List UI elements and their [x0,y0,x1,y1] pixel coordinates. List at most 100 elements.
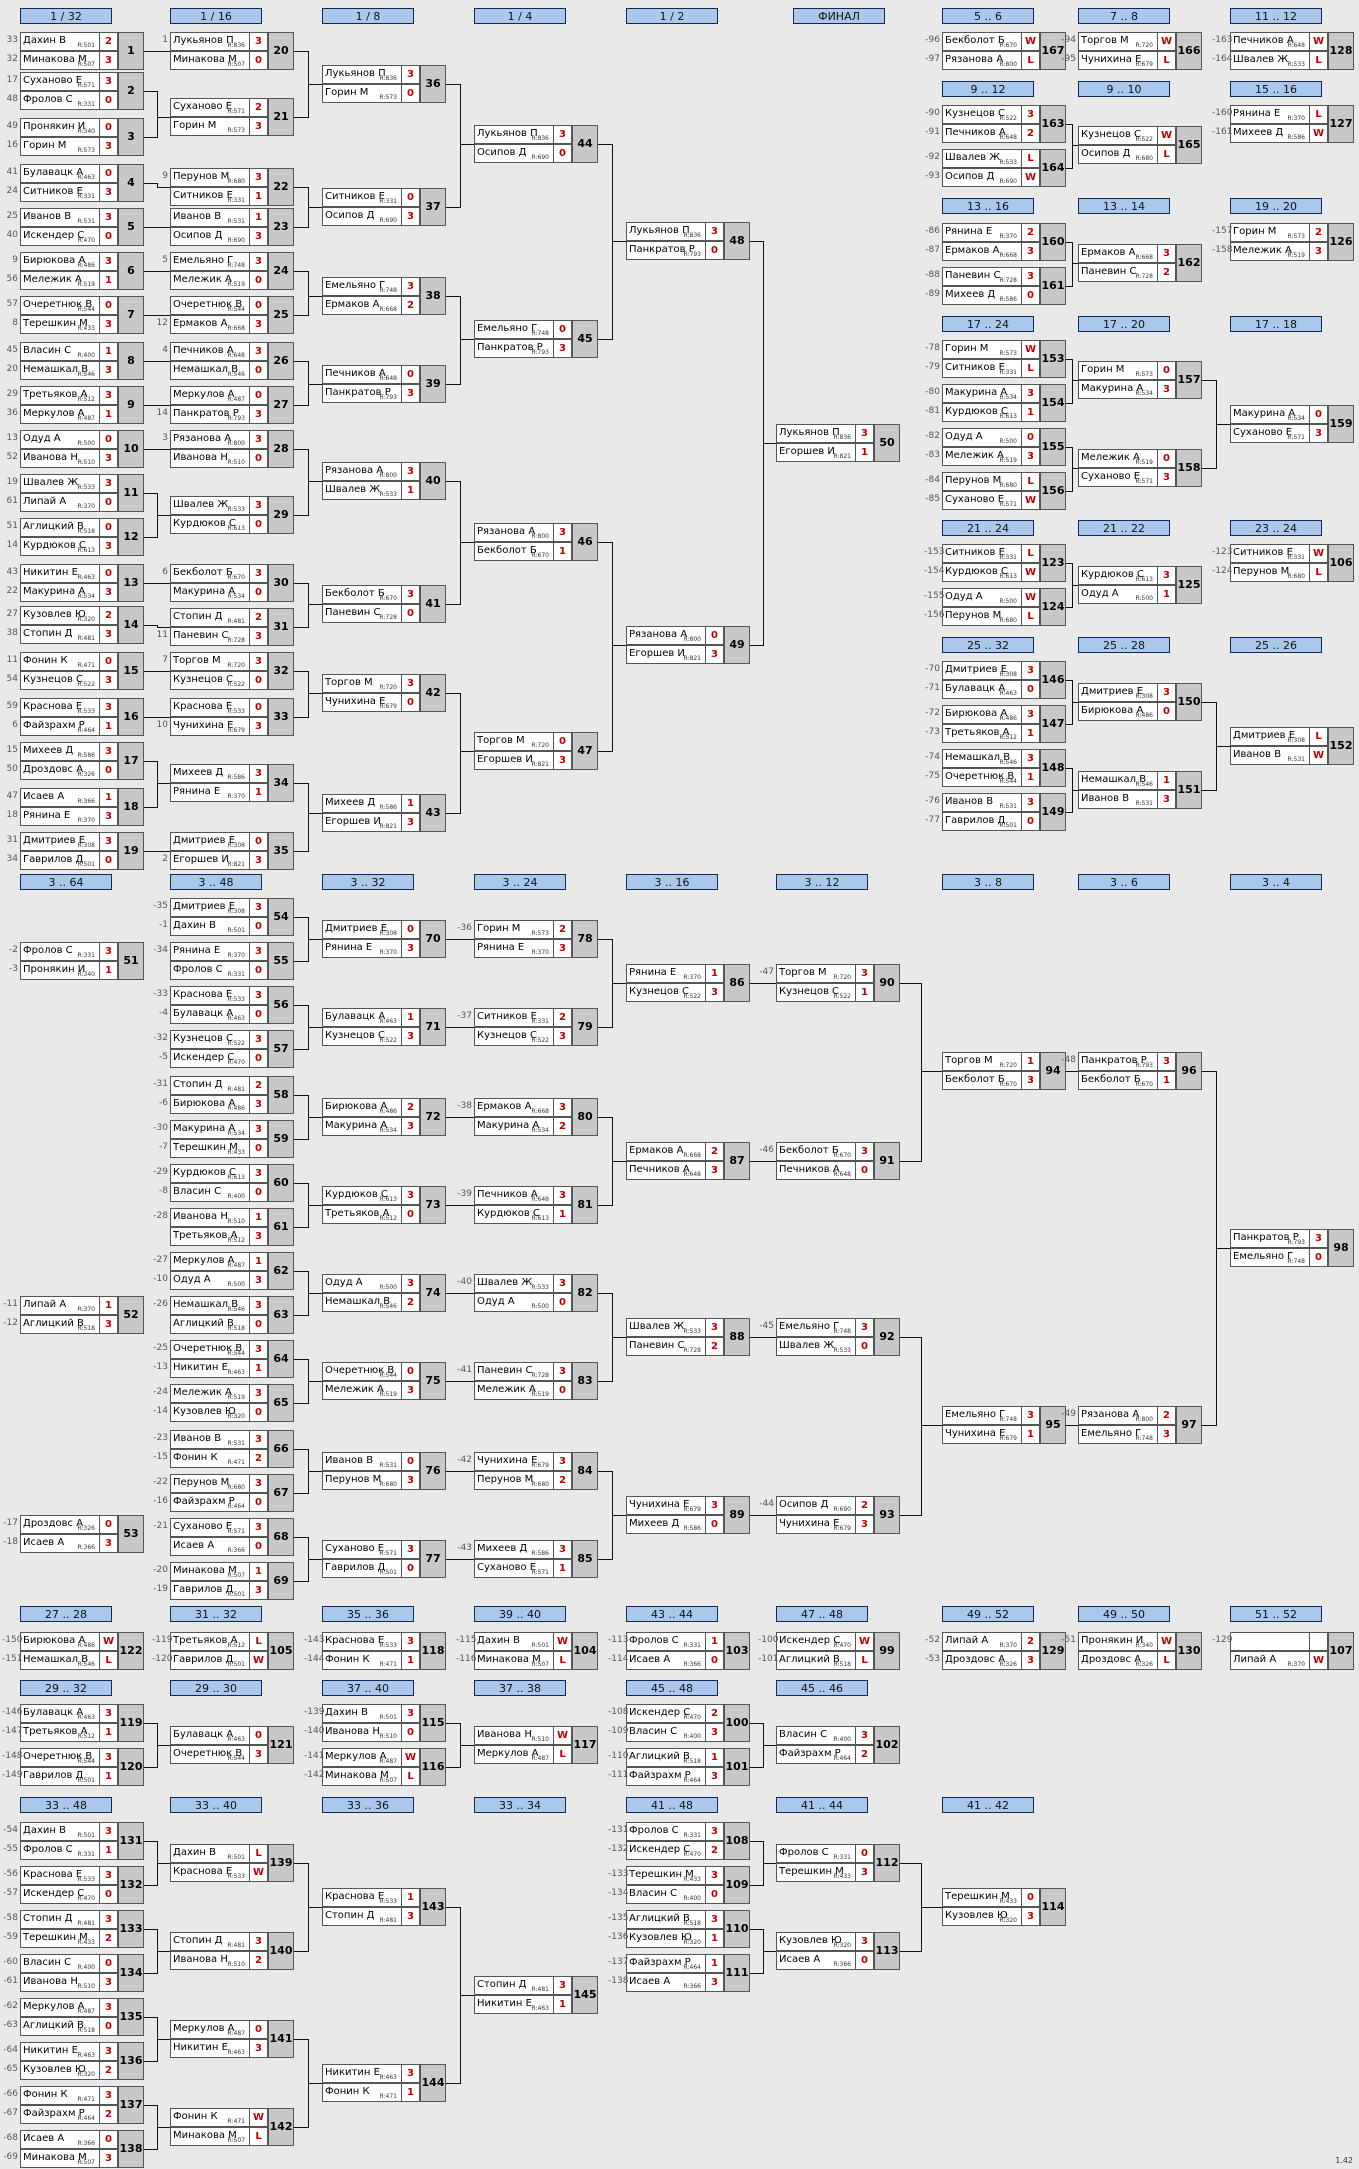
player-name: Лукьянов П [173,35,234,46]
match-number: 90 [874,964,900,1002]
round-header: 3 .. 12 [776,874,868,890]
player-score: 1 [1157,772,1175,789]
match-number: 110 [724,1910,750,1948]
player-score: 3 [249,852,267,869]
player-name: Панкратов Р [325,387,391,398]
player-name: Дмитриев Е [23,835,86,846]
player-rating: R:648 [379,375,397,382]
connector-line [460,939,474,940]
player-score: L [1021,545,1039,562]
player-name: Мележик А [477,1384,536,1395]
connector-line [750,1841,763,1842]
source-ref: -32 [153,1033,168,1043]
player-name: Курдюков С [23,540,86,551]
player-score: 3 [705,1823,723,1840]
player-score: 0 [249,450,267,467]
connector-line [1216,1248,1217,1426]
round-header: 41 .. 44 [776,1797,868,1813]
player-score: 3 [99,2087,117,2104]
round-header: 3 .. 4 [1230,874,1322,890]
match-number: 62 [268,1252,294,1290]
connector-line [763,983,776,984]
round-header: 1 / 32 [20,8,112,24]
player-name: Лукьянов П [325,68,386,79]
player-rating: R:512 [227,1237,245,1244]
player-name: Никитин Е [23,567,78,578]
player-rating: R:821 [833,453,851,460]
player-rating: R:481 [77,635,95,642]
player-name: Иванова Н [325,1726,380,1737]
player-score: 3 [99,387,117,404]
player-name: Одуд А [945,431,983,442]
connector-line [900,1161,921,1162]
player-rating: R:320 [227,1413,245,1420]
player-rating: R:670 [999,1081,1017,1088]
round-header: 21 .. 24 [942,520,1034,536]
player-score: 1 [1021,404,1039,421]
connector-line [308,583,309,605]
connector-line [598,339,612,340]
player-name: Терешкин М [173,1142,238,1153]
connector-line [308,604,309,628]
player-rating: R:680 [227,1484,245,1491]
player-rating: R:486 [999,715,1017,722]
player-score: 0 [99,1886,117,1903]
player-score: W [1309,747,1327,764]
connector-line [308,604,322,605]
player-name: Ермаков А [477,1101,532,1112]
connector-line [446,2083,460,2084]
player-rating: R:507 [227,61,245,68]
match-number: 114 [1040,1888,1066,1926]
player-score: 3 [553,1453,571,1470]
connector-line [294,627,308,628]
player-score: 3 [99,1974,117,1991]
connector-line [598,1293,612,1294]
player-score: W [1021,589,1039,606]
player-score: 0 [1309,406,1327,423]
player-rating: R:370 [379,949,397,956]
player-rating: R:463 [77,174,95,181]
source-ref: -160 [1212,108,1233,118]
player-name: Фонин К [325,1654,370,1665]
connector-line [294,187,308,188]
player-name: Булавацк А [173,1729,234,1740]
player-score: 3 [553,1363,571,1380]
player-rating: R:331 [683,1642,701,1649]
match-number: 97 [1176,1406,1202,1444]
connector-line [446,1767,460,1768]
player-name: Терешкин М [23,1932,88,1943]
connector-line [900,1337,921,1338]
connector-line [921,1071,942,1072]
connector-line [900,983,921,984]
player-score: 3 [553,940,571,957]
player-score: 0 [249,2021,267,2038]
player-rating: R:670 [379,595,397,602]
player-score: 3 [249,718,267,735]
player-score: 0 [249,918,267,935]
player-name: Горин М [173,120,217,131]
player-score: 1 [705,1633,723,1650]
connector-line [308,481,322,482]
player-score: 0 [99,1516,117,1533]
match-number: 152 [1328,727,1354,765]
connector-line [460,1723,461,1746]
player-rating: R:331 [77,193,95,200]
player-score: 0 [855,1162,873,1179]
player-name: Фролов С [23,94,73,105]
round-header: 1 / 2 [626,8,718,24]
player-rating: R:728 [227,637,245,644]
round-header: 27 .. 28 [20,1606,112,1622]
player-score: 0 [401,694,419,711]
